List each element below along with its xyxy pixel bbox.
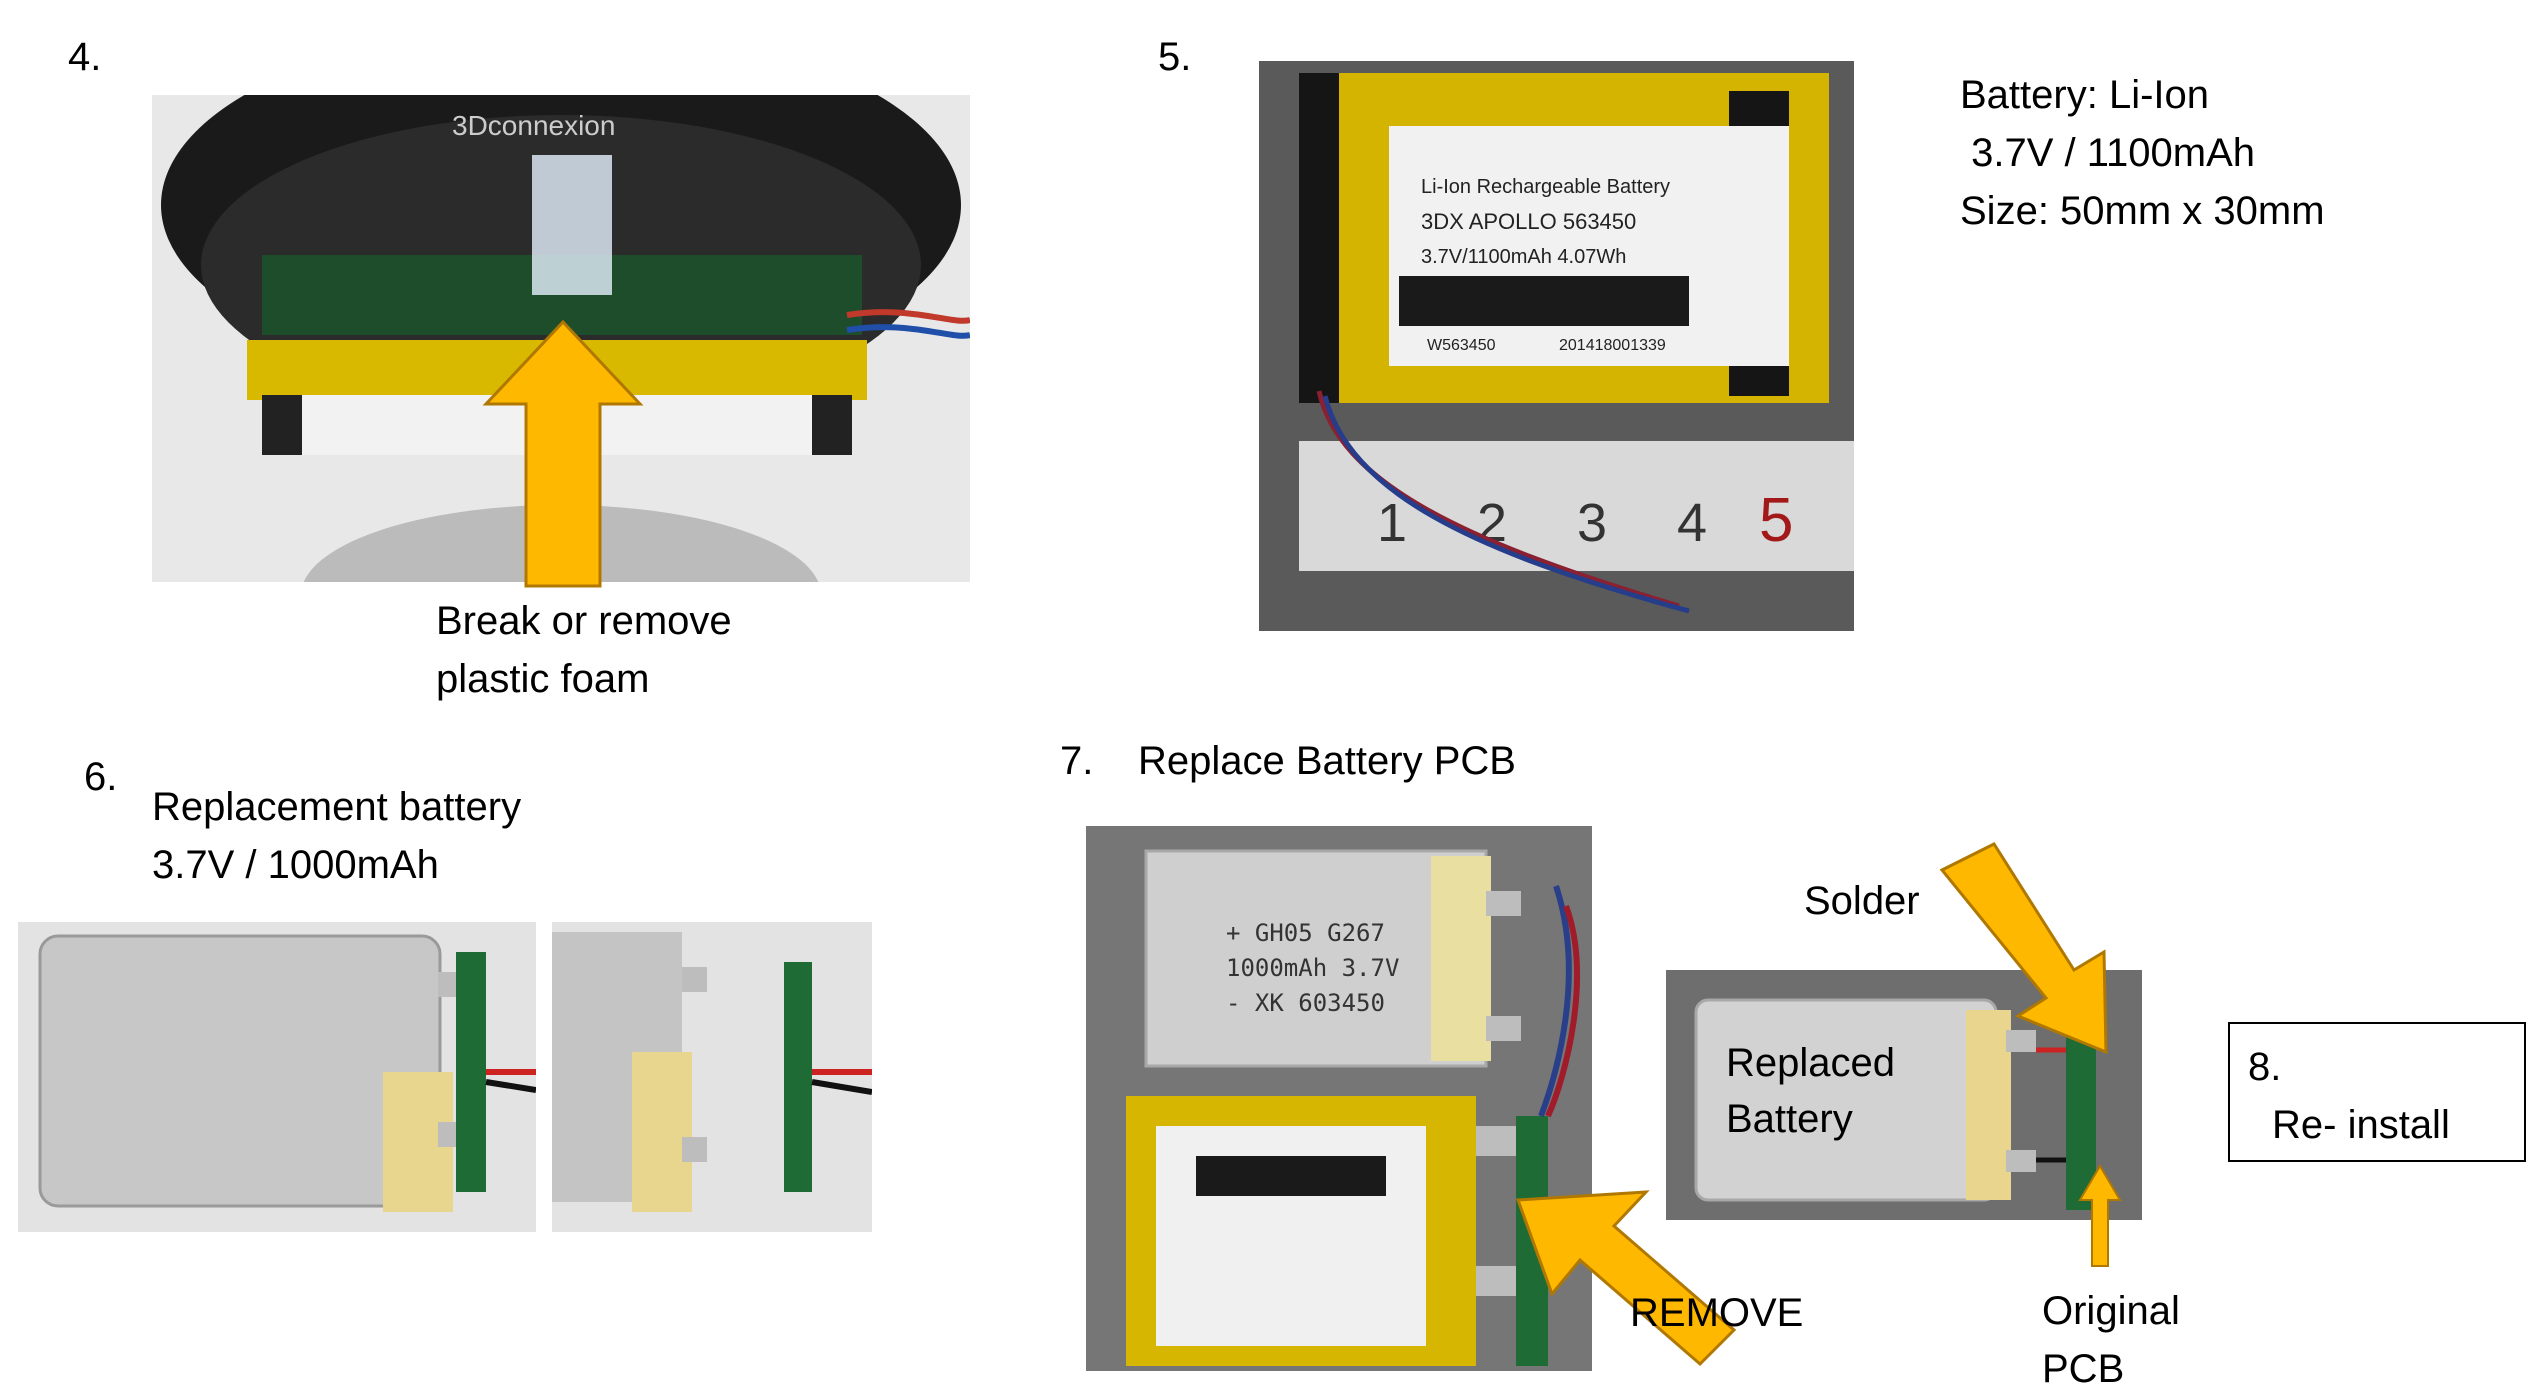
- step-5-spec-line3: Size: 50mm x 30mm: [1960, 189, 2325, 233]
- ruler-mark-5: 5: [1759, 486, 1793, 555]
- step-8-number: 8.: [2248, 1045, 2282, 1089]
- step-5-photo: Li-Ion Rechargeable Battery 3DX APOLLO 5…: [1259, 61, 1854, 631]
- new-battery-line3: - XK 603450: [1226, 989, 1385, 1017]
- replaced-battery-label-line2: Battery: [1726, 1097, 1853, 1141]
- old-battery-serial-a: W563450: [1427, 337, 1496, 354]
- remove-label: REMOVE: [1630, 1291, 1804, 1335]
- step-7-title: Replace Battery PCB: [1138, 739, 1516, 783]
- solder-label: Solder: [1804, 879, 1920, 923]
- brand-text: 3Dconnexion: [452, 110, 615, 141]
- step-6-photo-pcb: [552, 922, 872, 1232]
- step-6-title-line1: Replacement battery: [152, 785, 522, 829]
- step-5-spec-line1: Battery: Li-Ion: [1960, 73, 2210, 117]
- step-4-caption-line2: plastic foam: [436, 657, 650, 701]
- original-pcb-arrow: [2078, 1164, 2122, 1267]
- step-7-number: 7.: [1060, 739, 1094, 783]
- original-pcb-label-line2: PCB: [2042, 1347, 2125, 1391]
- step-5-number: 5.: [1158, 35, 1192, 79]
- remove-arrow: [1515, 1190, 1737, 1367]
- step-7-photo-replaced: [1666, 970, 2142, 1220]
- step-5-spec-line2: 3.7V / 1100mAh: [1960, 131, 2255, 175]
- step-6-title-line2: 3.7V / 1000mAh: [152, 843, 439, 887]
- original-pcb-label-line1: Original: [2042, 1289, 2180, 1333]
- ruler-mark-3: 3: [1577, 493, 1607, 553]
- old-battery-line1: Li-Ion Rechargeable Battery: [1421, 176, 1670, 198]
- old-battery-line3: 3.7V/1100mAh 4.07Wh: [1421, 246, 1626, 268]
- step-4-caption-line1: Break or remove: [436, 599, 732, 643]
- step-8-title: Re- install: [2272, 1103, 2450, 1147]
- step-4-number: 4.: [68, 35, 102, 79]
- step-4-arrow: [482, 319, 644, 588]
- step-8-box: 8. Re- install: [2228, 1022, 2526, 1162]
- old-battery-line2: 3DX APOLLO 563450: [1421, 209, 1636, 234]
- solder-arrow: [1939, 842, 2108, 1055]
- step-6-number: 6.: [84, 755, 118, 799]
- ruler-mark-4: 4: [1677, 493, 1707, 553]
- ruler-mark-1: 1: [1377, 493, 1407, 553]
- old-battery-serial-b: 201418001339: [1559, 337, 1666, 354]
- step-6-photo-battery: [18, 922, 536, 1232]
- step-7-photo-batteries: + GH05 G267 1000mAh 3.7V - XK 603450: [1086, 826, 1592, 1371]
- replaced-battery-label-line1: Replaced: [1726, 1041, 1896, 1085]
- new-battery-line1: + GH05 G267: [1226, 919, 1385, 947]
- new-battery-line2: 1000mAh 3.7V: [1226, 954, 1399, 982]
